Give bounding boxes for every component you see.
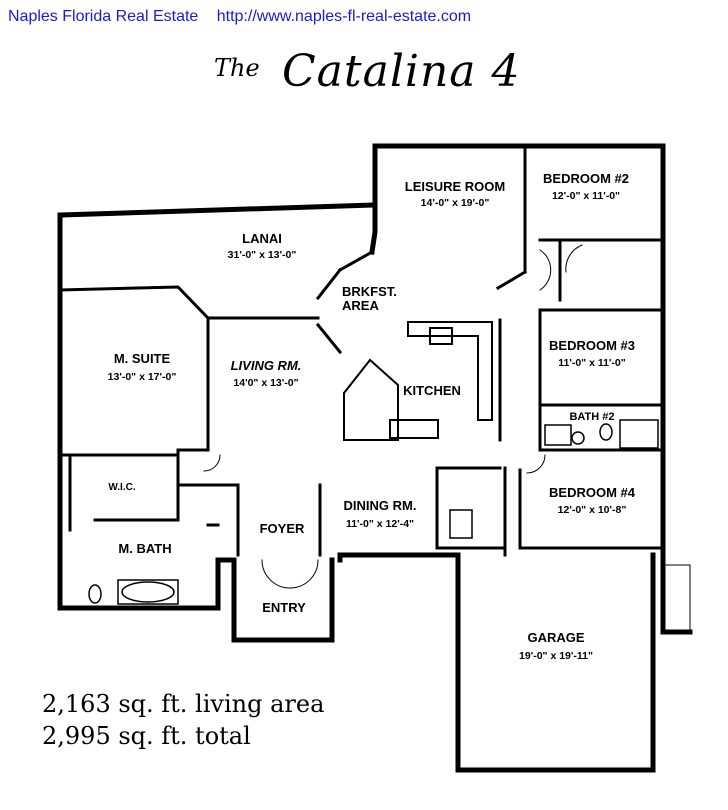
bath2-label: BATH #2 — [569, 411, 614, 423]
msuite-label: M. SUITE — [114, 351, 171, 366]
garage-step — [662, 564, 691, 633]
wic-label: W.I.C. — [108, 482, 135, 493]
lanai-label: LANAI — [242, 231, 282, 246]
bedroom4-label: BEDROOM #4 — [549, 485, 636, 500]
brkfst-label-line2: AREA — [342, 298, 379, 313]
garage-label: GARAGE — [527, 630, 584, 645]
exterior-walls — [57, 143, 693, 773]
bedroom2-label: BEDROOM #2 — [543, 171, 629, 186]
kitchen-counters — [343, 321, 493, 441]
bath-fixtures — [88, 419, 659, 605]
total-area-text: 2,995 sq. ft. total — [42, 722, 251, 750]
bedroom3-label: BEDROOM #3 — [549, 338, 635, 353]
kitchen-label: KITCHEN — [403, 383, 461, 398]
brkfst-label-line1: BRKFST. — [342, 284, 397, 299]
bedroom2-dims: 12'-0" x 11'-0" — [552, 190, 620, 202]
leisure-room-dims: 14'-0" x 19'-0" — [421, 197, 490, 209]
bedroom4-dims: 12'-0" x 10'-8" — [558, 504, 627, 516]
dining-room-label: DINING RM. — [344, 498, 417, 513]
living-area-text: 2,163 sq. ft. living area — [42, 690, 325, 718]
interior-walls — [58, 146, 665, 557]
site-name: Naples Florida Real Estate — [8, 8, 199, 25]
door-swings — [203, 244, 583, 589]
page-title: Catalina 4 — [282, 46, 521, 97]
entry-label: ENTRY — [262, 600, 306, 615]
foyer-label: FOYER — [260, 521, 305, 536]
lanai-dims: 31'-0" x 13'-0" — [228, 249, 297, 261]
living-room-dims: 14'0" x 13'-0" — [233, 377, 298, 389]
bedroom3-dims: 11'-0" x 11'-0" — [558, 357, 626, 369]
dining-room-dims: 11'-0" x 12'-4" — [346, 518, 414, 530]
header: Naples Florida Real Estate http://www.na… — [8, 8, 485, 26]
msuite-dims: 13'-0" x 17'-0" — [108, 371, 177, 383]
living-room-label: LIVING RM. — [231, 358, 302, 373]
mbath-label: M. BATH — [118, 541, 171, 556]
site-url[interactable]: http://www.naples-fl-real-estate.com — [216, 8, 472, 25]
title-prefix: The — [214, 54, 260, 82]
leisure-room-label: LEISURE ROOM — [405, 179, 505, 194]
garage-dims: 19'-0" x 19'-11" — [519, 650, 593, 662]
